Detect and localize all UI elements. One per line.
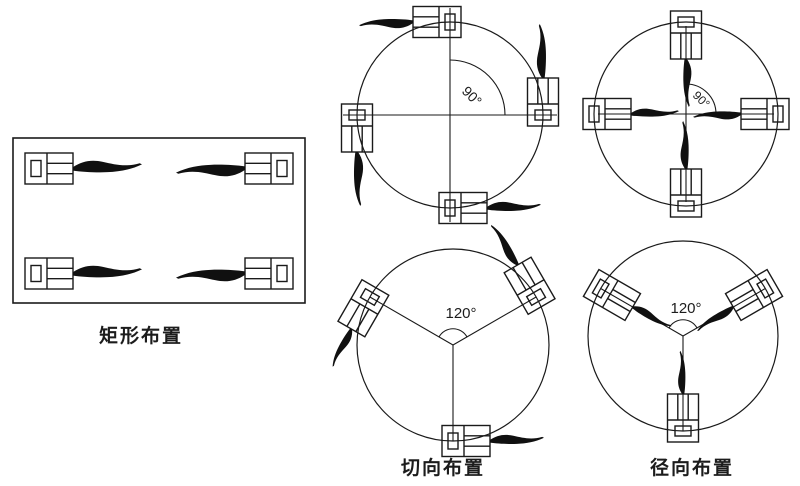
air-hose bbox=[488, 222, 520, 268]
air-hose bbox=[176, 164, 245, 177]
angle-arc bbox=[449, 59, 506, 116]
air-hose bbox=[328, 327, 356, 368]
radial-line bbox=[369, 296, 454, 346]
air-hose bbox=[176, 269, 245, 282]
mold-outline-rect bbox=[12, 137, 306, 304]
vibrator-unit bbox=[503, 256, 556, 315]
air-hose bbox=[683, 59, 692, 107]
air-hose bbox=[678, 350, 686, 394]
vibrator-unit bbox=[244, 152, 294, 185]
air-hose bbox=[490, 434, 544, 444]
air-hose bbox=[693, 111, 741, 120]
tangential-4-unit-figure: 90° bbox=[340, 5, 560, 225]
radial-arrangement-label: 径向布置 bbox=[650, 456, 734, 479]
air-hose bbox=[73, 160, 142, 173]
vibrator-unit bbox=[24, 152, 74, 185]
vibrator-unit bbox=[337, 279, 390, 338]
vibrator-unit bbox=[244, 257, 294, 290]
angle-value-90: 90° bbox=[459, 83, 485, 109]
angle-arc bbox=[685, 83, 717, 115]
angle-arc bbox=[668, 319, 698, 329]
air-hose bbox=[631, 108, 679, 117]
radial-3-unit-figure: 120° 径向布置 bbox=[582, 240, 784, 479]
rect-arrangement-label: 矩形布置 bbox=[99, 324, 183, 347]
air-hose bbox=[487, 201, 541, 211]
tangential-arrangement-label: 切向布置 bbox=[401, 456, 485, 479]
air-hose bbox=[536, 23, 546, 78]
angle-value-90: 90° bbox=[690, 88, 713, 111]
rectangular-arrangement-figure: 矩形布置 bbox=[12, 137, 306, 347]
air-hose bbox=[354, 152, 364, 206]
air-hose bbox=[359, 19, 413, 29]
radial-4-unit-figure: 90° bbox=[582, 10, 790, 218]
mold-outline-circle bbox=[593, 21, 779, 207]
air-hose bbox=[680, 121, 689, 169]
vibrator-unit bbox=[24, 257, 74, 290]
tangential-3-unit-figure: 120° 切向布置 bbox=[328, 222, 556, 479]
angle-arc bbox=[438, 328, 468, 338]
angle-value-120: 120° bbox=[445, 305, 476, 322]
air-hose bbox=[73, 265, 142, 278]
angle-value-120: 120° bbox=[670, 300, 701, 317]
